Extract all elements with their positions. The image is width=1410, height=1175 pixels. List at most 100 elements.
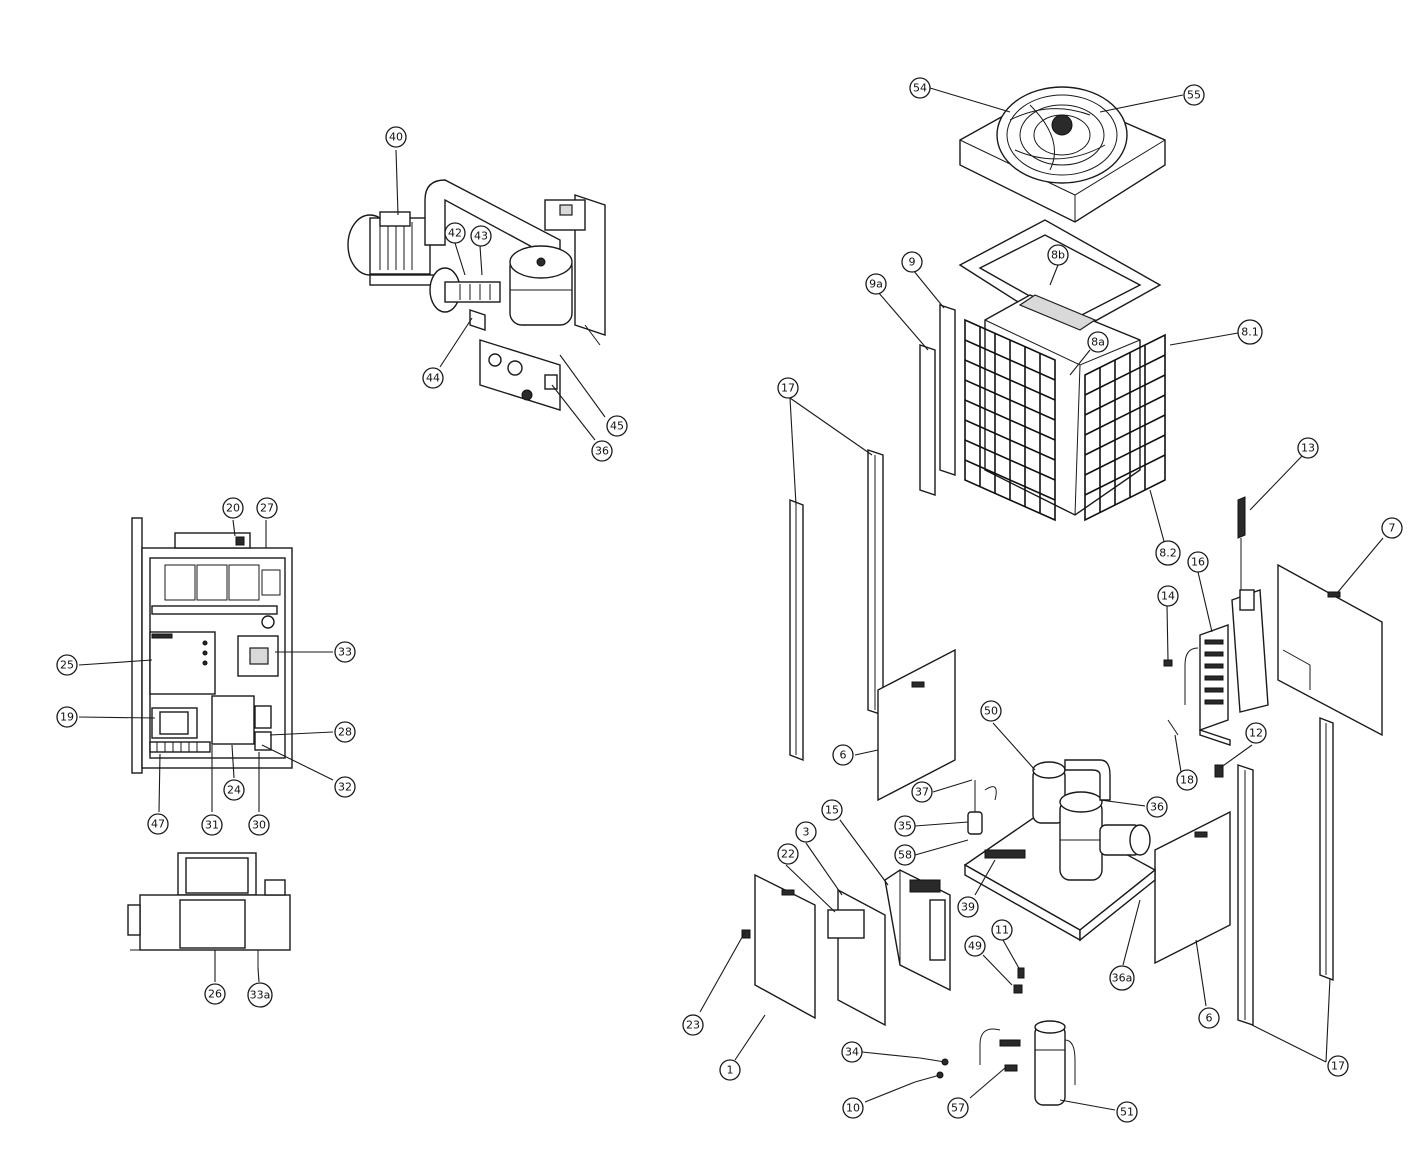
front-panel-3 xyxy=(827,888,886,1027)
callout-circle xyxy=(682,1014,704,1036)
callout-number: 49 xyxy=(968,940,982,953)
electrical-box-15 xyxy=(884,869,951,992)
callout-number: 47 xyxy=(151,818,165,831)
callout-circle xyxy=(56,654,78,676)
callout-54: 54 xyxy=(909,77,931,99)
side-panel-6-right xyxy=(1154,810,1231,965)
callout-number: 25 xyxy=(60,659,74,672)
callout-circle xyxy=(444,222,466,244)
callout-circle xyxy=(894,844,916,866)
callout-circle xyxy=(1381,517,1403,539)
callout-40: 40 xyxy=(385,126,407,148)
callout-14: 14 xyxy=(1157,585,1179,607)
callout-number: 50 xyxy=(984,705,998,718)
callout-18: 18 xyxy=(1176,769,1198,791)
control-box-side-view xyxy=(127,852,291,968)
callout-circle xyxy=(894,815,916,837)
callout-number: 8b xyxy=(1051,249,1065,262)
callout-number: 45 xyxy=(610,420,624,433)
callout-36: 36 xyxy=(591,440,613,462)
callout-number: 6 xyxy=(840,749,847,762)
callout-55: 55 xyxy=(1183,84,1205,106)
callout-circle xyxy=(795,821,817,843)
callout-number: 17 xyxy=(1331,1060,1345,1073)
callout-number: 44 xyxy=(426,372,440,385)
callout-number: 15 xyxy=(825,804,839,817)
callout-circle xyxy=(832,744,854,766)
callout-circle xyxy=(334,641,356,663)
callout-circle xyxy=(980,700,1002,722)
callout-labels: 54558b99a8a8.18.217137161418125063736355… xyxy=(56,77,1403,1123)
pump-assembly xyxy=(347,179,606,411)
callout-circle xyxy=(422,367,444,389)
callout-circle xyxy=(901,251,923,273)
callout-number: 26 xyxy=(208,988,222,1001)
callout-number: 58 xyxy=(898,849,912,862)
callout-9a: 9a xyxy=(865,273,887,295)
callout-58: 58 xyxy=(894,844,916,866)
callout-number: 54 xyxy=(913,82,927,95)
callout-circle xyxy=(606,415,628,437)
callout-10: 10 xyxy=(842,1097,864,1119)
callout-number: 19 xyxy=(60,711,74,724)
callout-20: 20 xyxy=(222,497,244,519)
callout-number: 8.2 xyxy=(1159,547,1177,560)
side-panel-6-left xyxy=(877,648,956,802)
callout-28: 28 xyxy=(334,721,356,743)
front-panel-1 xyxy=(741,873,816,1020)
callout-number: 7 xyxy=(1389,522,1396,535)
callout-51: 51 xyxy=(1116,1101,1138,1123)
callout-19: 19 xyxy=(56,706,78,728)
callout-circle xyxy=(964,935,986,957)
callout-circle xyxy=(865,273,887,295)
callout-circle xyxy=(1176,769,1198,791)
callout-circle xyxy=(56,706,78,728)
callout-circle xyxy=(1146,796,1168,818)
callout-13: 13 xyxy=(1297,437,1319,459)
callout-number: 33 xyxy=(338,646,352,659)
callout-number: 35 xyxy=(898,820,912,833)
condenser-coil xyxy=(964,294,1166,522)
callout-57: 57 xyxy=(947,1097,969,1119)
callout-6: 6 xyxy=(832,744,854,766)
callout-number: 16 xyxy=(1191,556,1205,569)
callout-16: 16 xyxy=(1187,551,1209,573)
callout-47: 47 xyxy=(147,813,169,835)
callout-8-1: 8.1 xyxy=(1237,319,1263,345)
callout-37: 37 xyxy=(911,781,933,803)
callout-number: 30 xyxy=(252,819,266,832)
callout-circle xyxy=(911,781,933,803)
callout-circle xyxy=(1297,437,1319,459)
corner-posts xyxy=(789,449,1334,1026)
callout-25: 25 xyxy=(56,654,78,676)
callout-22: 22 xyxy=(777,843,799,865)
callout-circle xyxy=(842,1097,864,1119)
callout-circle xyxy=(777,377,799,399)
callout-17: 17 xyxy=(1327,1055,1349,1077)
callout-circle xyxy=(247,982,273,1008)
callout-circle xyxy=(1183,84,1205,106)
callout-number: 34 xyxy=(845,1046,859,1059)
callout-number: 12 xyxy=(1249,727,1263,740)
callout-8-2: 8.2 xyxy=(1155,540,1181,566)
callout-3: 3 xyxy=(795,821,817,843)
callout-1: 1 xyxy=(719,1059,741,1081)
callout-number: 43 xyxy=(474,230,488,243)
callout-number: 37 xyxy=(915,786,929,799)
callout-8a: 8a xyxy=(1087,331,1109,353)
callout-number: 51 xyxy=(1120,1106,1134,1119)
callout-circle xyxy=(1198,1007,1220,1029)
callout-number: 6 xyxy=(1206,1012,1213,1025)
callout-number: 18 xyxy=(1180,774,1194,787)
callout-number: 8.1 xyxy=(1241,326,1259,339)
callout-number: 42 xyxy=(448,227,462,240)
callout-circle xyxy=(385,126,407,148)
callout-42: 42 xyxy=(444,222,466,244)
callout-30: 30 xyxy=(248,814,270,836)
fan-top-cover xyxy=(959,86,1166,223)
callout-circle xyxy=(1157,585,1179,607)
small-components xyxy=(914,659,1224,1083)
callout-15: 15 xyxy=(821,799,843,821)
callout-24: 24 xyxy=(223,779,245,801)
callout-number: 22 xyxy=(781,848,795,861)
